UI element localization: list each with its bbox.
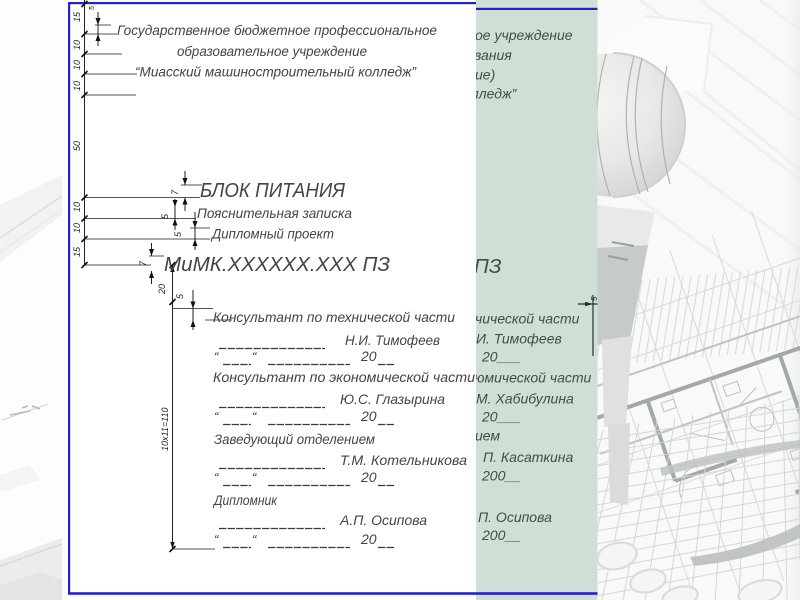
svg-text:50: 50 [72, 141, 82, 151]
svg-text:Заведующий отделением: Заведующий отделением [214, 431, 375, 447]
svg-text:Государственное бюджетное проф: Государственное бюджетное профессиональн… [117, 22, 437, 38]
svg-text:Ю.С. Глазырина: Ю.С. Глазырина [340, 391, 445, 407]
svg-text:“: “ [252, 470, 257, 485]
svg-text:5: 5 [173, 231, 183, 237]
svg-text:7: 7 [138, 260, 148, 266]
svg-text:20: 20 [360, 348, 377, 364]
svg-text:10х11=110: 10х11=110 [160, 408, 170, 451]
svg-text:Дипломный проект: Дипломный проект [210, 226, 334, 242]
svg-text:пледж”: пледж” [471, 86, 518, 102]
svg-text:ием: ием [475, 428, 500, 444]
svg-text:20___: 20___ [481, 349, 521, 365]
svg-text:20: 20 [360, 469, 377, 485]
svg-text:20: 20 [360, 531, 377, 547]
svg-text:МиМК.ХХХХХХ.ХХХ ПЗ: МиМК.ХХХХХХ.ХХХ ПЗ [164, 254, 390, 276]
svg-text:5: 5 [160, 213, 170, 219]
svg-text:Т.М. Котельникова: Т.М. Котельникова [340, 452, 467, 468]
svg-text:чической части: чической части [475, 311, 580, 327]
svg-text:Н.И. Тимофеев: Н.И. Тимофеев [345, 332, 440, 348]
svg-text:Консультант по экономической ч: Консультант по экономической части [213, 369, 475, 385]
svg-text:10: 10 [72, 202, 82, 212]
svg-text:“: “ [214, 532, 219, 547]
svg-text:10: 10 [72, 81, 82, 91]
svg-text:5: 5 [89, 6, 96, 10]
svg-text:“: “ [252, 409, 257, 424]
svg-text:20: 20 [157, 284, 167, 295]
svg-text:Консультант по технической час: Консультант по технической части [213, 309, 455, 325]
svg-text:200__: 200__ [481, 468, 521, 484]
svg-text:БЛОК ПИТАНИЯ: БЛОК ПИТАНИЯ [200, 180, 345, 202]
svg-text:7: 7 [170, 189, 180, 195]
svg-text:“: “ [252, 532, 257, 547]
svg-text:“: “ [214, 349, 219, 364]
svg-text:Дипломник: Дипломник [212, 492, 278, 508]
svg-text:М. Хабибулина: М. Хабибулина [476, 391, 574, 407]
svg-text:образовательное учреждение: образовательное учреждение [177, 43, 367, 59]
svg-text:ПЗ: ПЗ [474, 255, 502, 278]
svg-text:А.П. Осипова: А.П. Осипова [339, 512, 427, 528]
svg-text:“Миасский машиностроительный к: “Миасский машиностроительный колледж” [135, 64, 417, 80]
svg-text:5: 5 [175, 293, 185, 299]
svg-text:П. Касаткина: П. Касаткина [483, 449, 574, 465]
svg-text:5: 5 [590, 296, 599, 301]
svg-text:15: 15 [72, 11, 82, 22]
svg-text:20___: 20___ [481, 409, 521, 425]
svg-text:20: 20 [360, 408, 377, 424]
svg-text:Пояснительная записка: Пояснительная записка [197, 205, 352, 221]
svg-text:200__: 200__ [481, 527, 521, 543]
svg-text:10: 10 [72, 40, 82, 50]
svg-text:вания: вания [474, 47, 512, 63]
svg-text:10: 10 [72, 60, 82, 70]
svg-text:10: 10 [72, 223, 82, 233]
svg-text:юмической части: юмической части [474, 370, 592, 386]
svg-text:ие): ие) [475, 67, 495, 83]
svg-text:П. Осипова: П. Осипова [478, 509, 552, 525]
svg-text:15: 15 [72, 246, 82, 257]
svg-text:“: “ [214, 409, 219, 424]
svg-text:ое учреждение: ое учреждение [475, 27, 573, 43]
svg-text:И. Тимофеев: И. Тимофеев [476, 331, 562, 347]
svg-text:“: “ [252, 349, 257, 364]
svg-text:“: “ [214, 470, 219, 485]
